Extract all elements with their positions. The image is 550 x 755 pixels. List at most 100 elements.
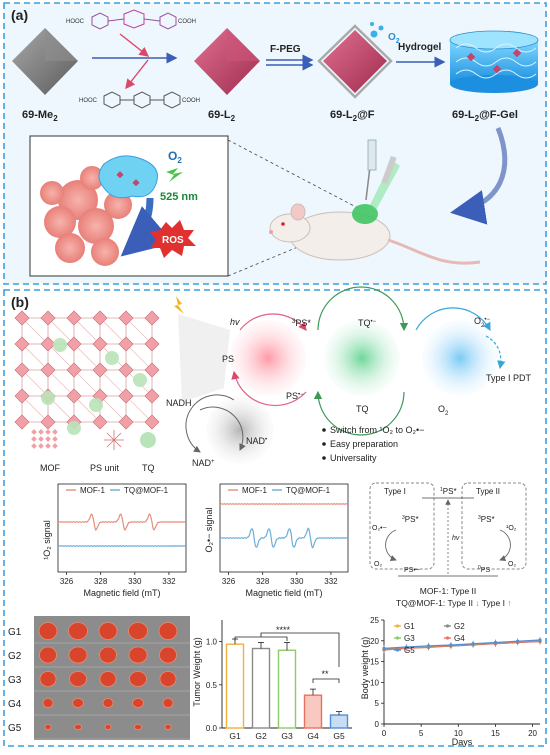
tq-cycle-arc-top xyxy=(317,286,409,332)
schematic-note-2: TQ@MOF-1: Type II ↓ Type I ↑ xyxy=(396,598,512,608)
light-bolt-icon xyxy=(166,168,183,182)
ligand-in-arrow xyxy=(119,33,150,57)
tq-guest xyxy=(67,421,81,435)
o2-radical-label: O2•− xyxy=(474,316,490,329)
nadh-arc-left xyxy=(185,394,235,453)
ps-cycle-arc-top xyxy=(239,313,307,331)
lattice-node xyxy=(118,388,134,404)
tumor-category-G5: G5 xyxy=(333,731,345,741)
tumor-specimen xyxy=(99,646,117,664)
tumor-specimen xyxy=(104,724,112,730)
photo-row-g2: G2 xyxy=(8,651,22,662)
tumor-specimen xyxy=(128,622,148,640)
body-legend-marker-G1 xyxy=(395,624,400,628)
lattice-link xyxy=(73,343,101,371)
body-xtick-label-0: 0 xyxy=(382,729,387,738)
epr2-axes xyxy=(219,483,349,573)
lattice-node xyxy=(118,310,134,326)
lattice-node xyxy=(92,414,108,430)
tumor-ylabel: Tumor Weight (g) xyxy=(192,637,202,707)
tumor-photo-grid xyxy=(34,622,190,740)
lattice-link xyxy=(21,343,49,371)
body-ytick-label-3: 15 xyxy=(370,658,379,667)
lattice-node xyxy=(92,336,108,352)
tumor-specimen xyxy=(68,622,88,640)
body-point-G5 xyxy=(382,646,386,650)
tumor-specimen xyxy=(39,646,57,664)
lattice-link xyxy=(47,343,75,371)
legend-tq: TQ xyxy=(142,463,155,473)
lattice-link xyxy=(99,395,127,423)
lattice-node xyxy=(144,310,160,326)
ros-burst xyxy=(150,220,196,258)
ligand-out-arrow xyxy=(125,59,149,90)
tumor-specimen xyxy=(128,646,148,664)
body-legend-G4: G4 xyxy=(454,634,465,643)
step-label-69-me2: 69-Me2 xyxy=(22,109,58,123)
tumor-bar-G2 xyxy=(251,647,271,729)
tumor-specimen xyxy=(132,698,144,708)
tumor-specimen xyxy=(158,622,178,640)
lattice-node xyxy=(40,414,56,430)
epr2-xtick-label-2: 330 xyxy=(290,577,304,586)
epr2-xlabel: Magnetic field (mT) xyxy=(245,588,322,598)
light-beam xyxy=(178,314,230,402)
lattice-link xyxy=(21,369,49,397)
o2-cycle-glow xyxy=(422,320,498,396)
body-point-G5 xyxy=(538,638,542,642)
body-legend-G3: G3 xyxy=(404,634,415,643)
lattice-node xyxy=(118,414,134,430)
tumor-ytick-label-0: 0.0 xyxy=(206,724,218,733)
epr2-xtick-label-3: 332 xyxy=(324,577,338,586)
lattice-node xyxy=(144,336,160,352)
tumor-cell-cluster xyxy=(40,166,132,266)
nad-radical-label: NAD• xyxy=(246,436,267,446)
tumor-specimen xyxy=(98,622,118,640)
step-label-69-l2-f-gel: 69-L2@F-Gel xyxy=(452,109,518,123)
tumor-specimen xyxy=(42,698,54,708)
schematic-o2-right: O₂ xyxy=(508,561,516,568)
epr2-legend-tq: TQ@MOF-1 xyxy=(286,486,331,495)
nadh-arc-right xyxy=(199,406,246,451)
tq-cycle-arc-bottom xyxy=(313,390,405,436)
tumor-category-G1: G1 xyxy=(229,731,241,741)
legend-mof: MOF xyxy=(40,463,60,473)
lattice-link xyxy=(73,369,101,397)
epr2-legend-mof1: MOF-1 xyxy=(242,486,267,495)
tumor-sig-bracket-1 xyxy=(234,632,340,667)
lattice-node xyxy=(40,336,56,352)
hv-label: hv xyxy=(230,317,240,327)
epr1-xtick-label-1: 328 xyxy=(94,577,108,586)
body-legend-marker-G2 xyxy=(445,624,450,628)
injection-flow-arrow xyxy=(450,127,508,225)
ps-cycle-glow xyxy=(230,320,306,396)
lattice-link xyxy=(99,317,127,345)
ps-cycle-arc-bottom xyxy=(231,370,307,407)
schematic-ps3-right: 3PS* xyxy=(478,515,495,524)
schematic-ps3-left: 3PS* xyxy=(402,515,419,524)
tq-guest xyxy=(105,351,119,365)
o2-label: O2 xyxy=(438,404,449,417)
f-peg-label: F-PEG xyxy=(270,44,301,55)
body-ytick-label-5: 25 xyxy=(370,616,379,625)
hydrogel-depot xyxy=(98,155,158,199)
tumor-specimen xyxy=(134,724,142,730)
schematic-o2-radical: O₂•− xyxy=(372,525,387,532)
tumor-sig-bracket-2 xyxy=(312,678,340,683)
body-point-G5 xyxy=(404,645,408,649)
tq-radical-label: TQ•− xyxy=(358,318,377,328)
epr2-series-mof1 xyxy=(219,503,349,505)
schematic-type1: Type I xyxy=(384,487,406,496)
epr2-series-tq xyxy=(219,527,349,549)
ps3-label: 3PS* xyxy=(292,318,311,328)
tumor-specimen xyxy=(164,724,172,730)
wavelength-label: 525 nm xyxy=(160,191,198,203)
tumor-category-G2: G2 xyxy=(255,731,267,741)
body-xtick-label-2: 10 xyxy=(454,729,463,738)
lattice-link xyxy=(125,343,153,371)
body-xtick-label-1: 5 xyxy=(419,729,424,738)
inset-o2-label: O2 xyxy=(168,149,182,165)
octahedron-69-me2 xyxy=(12,28,78,95)
body-ytick-label-0: 0 xyxy=(375,720,380,729)
ligand-top-cooh-right: COOH xyxy=(178,19,196,25)
